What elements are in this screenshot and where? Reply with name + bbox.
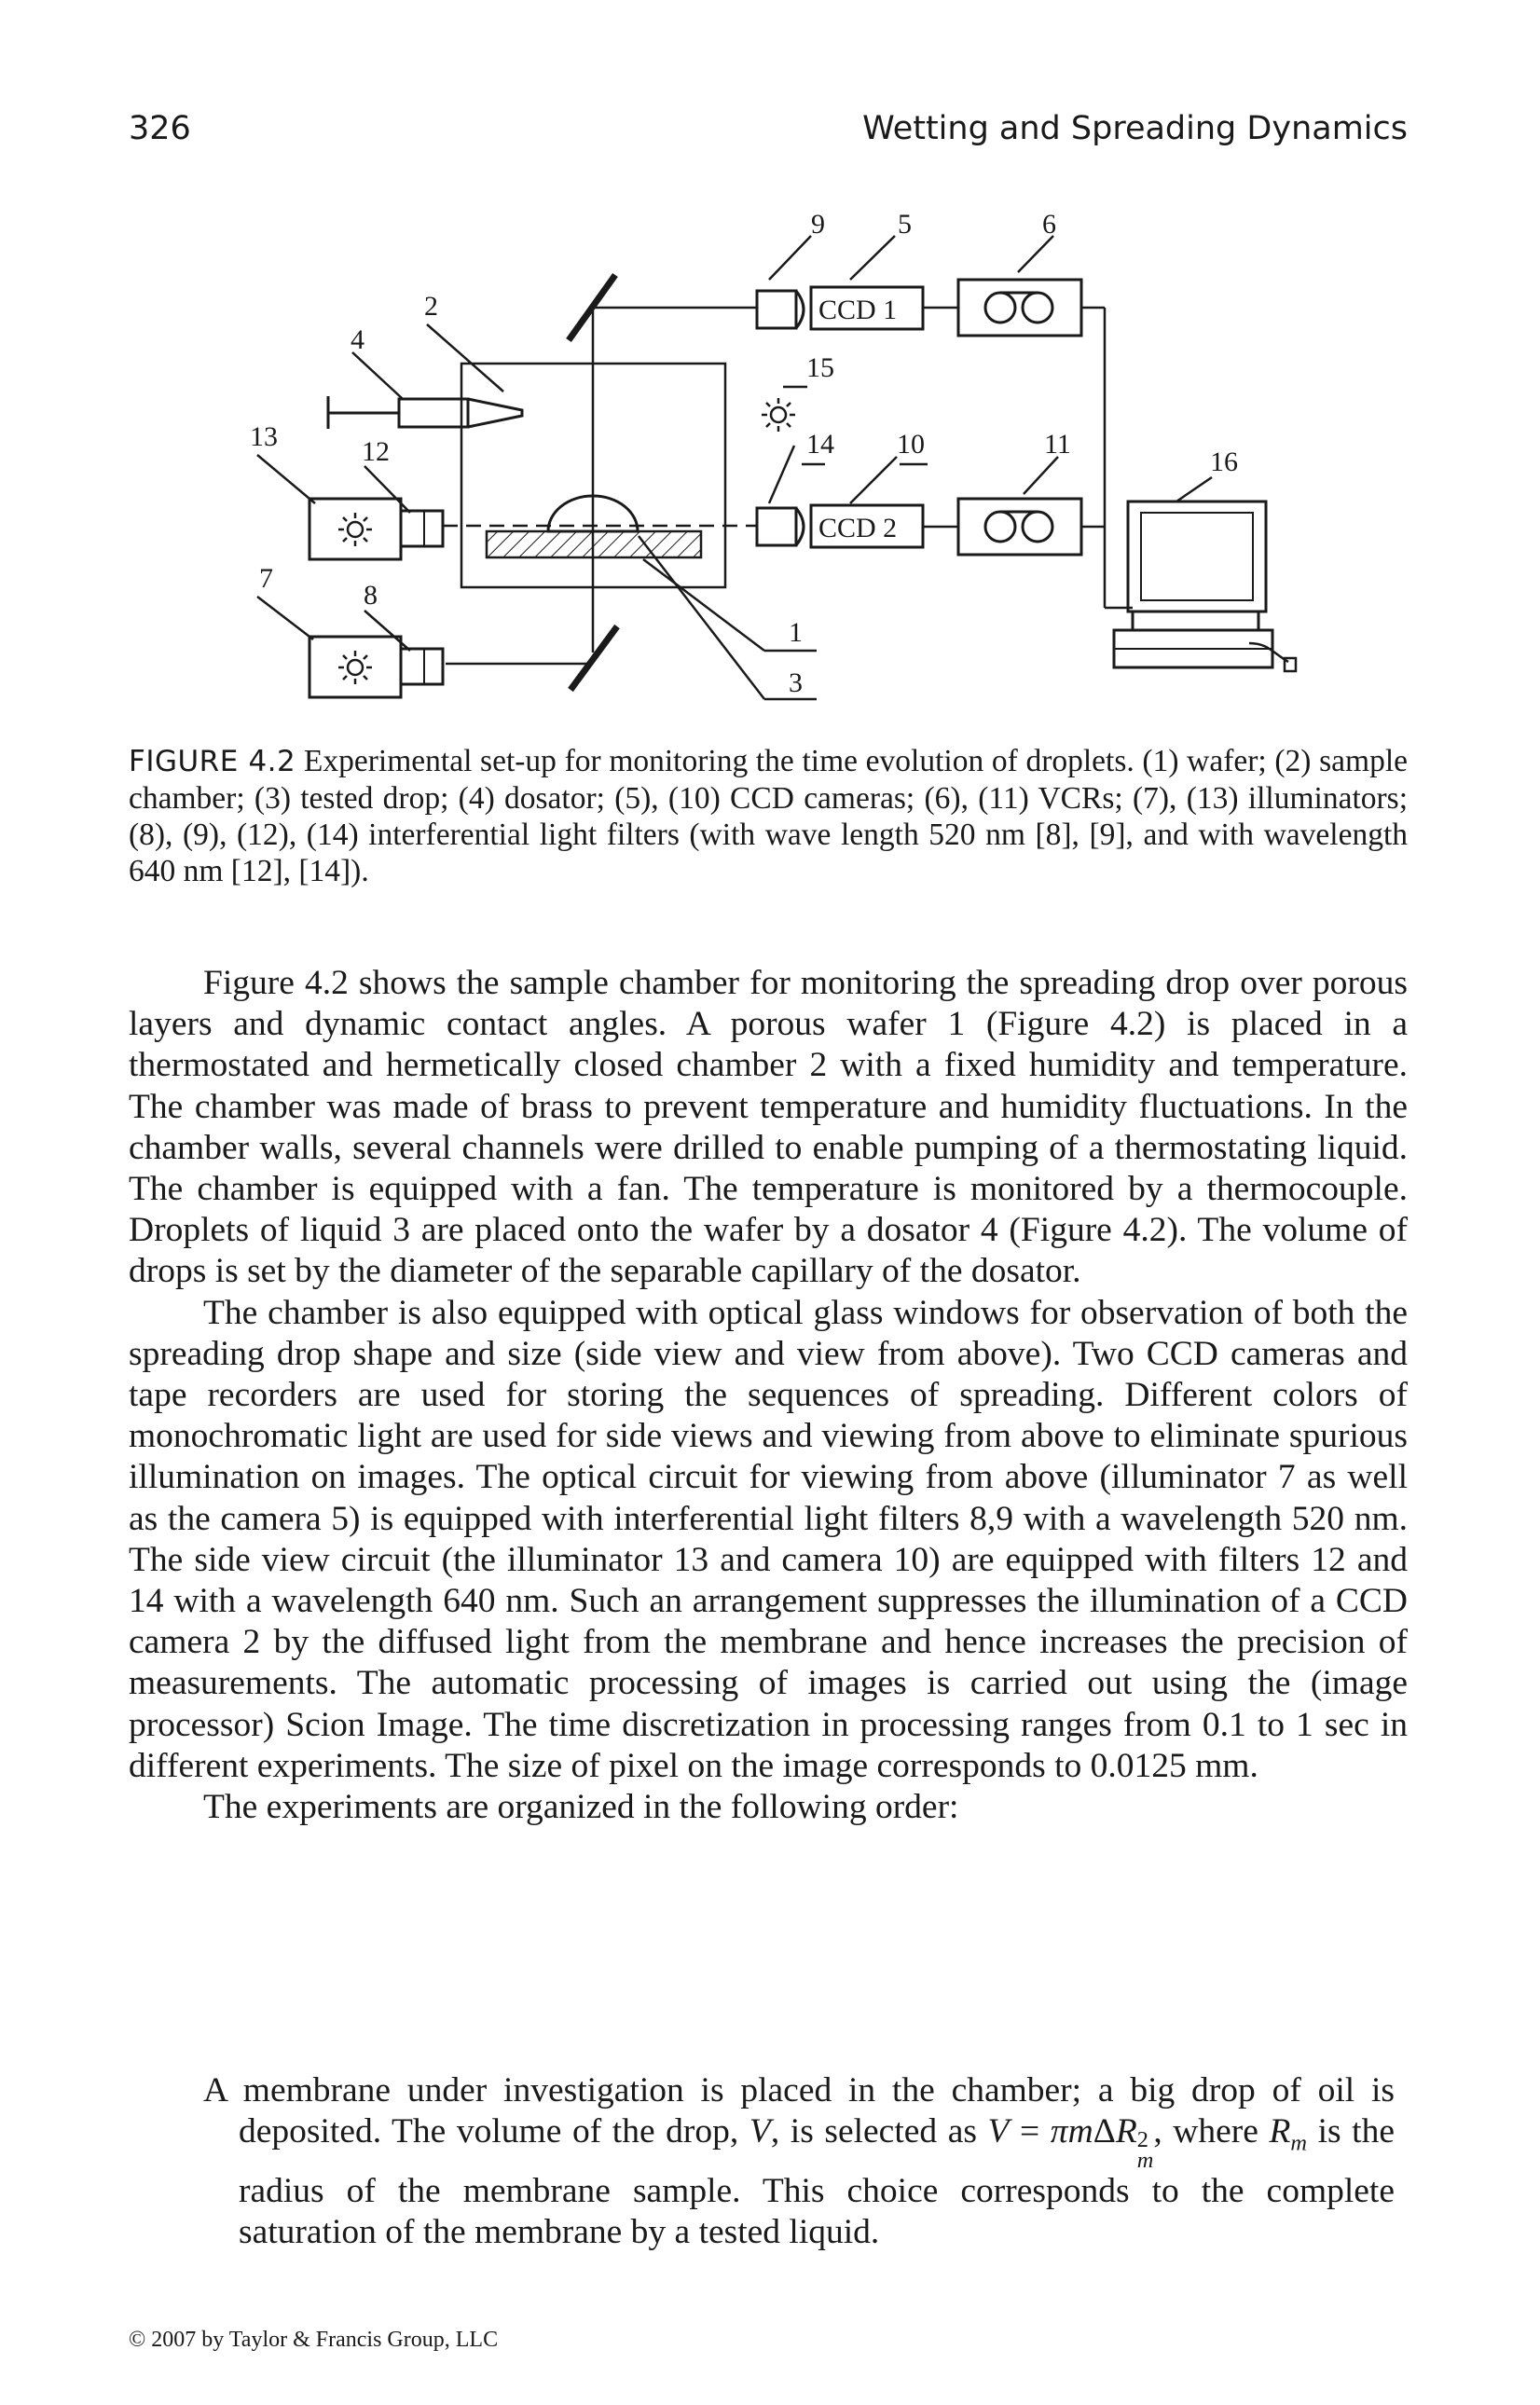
page-number: 326	[129, 110, 191, 147]
list-text-3: , where	[1153, 2112, 1270, 2151]
list-text-1: A membrane under investigation is placed…	[203, 2071, 1395, 2151]
figure-4-2	[238, 196, 1310, 718]
volume-variable: V	[749, 2112, 771, 2151]
list-text-2: , is selected as	[770, 2112, 988, 2151]
caption-text: Experimental set-up for monitoring the t…	[129, 744, 1408, 888]
caption-label: FIGURE 4.2	[129, 745, 296, 778]
list-text-4: is the radius of the membrane sample. Th…	[239, 2112, 1395, 2252]
paragraph-3: The experiments are organized in the fol…	[203, 1788, 959, 1827]
copyright-footer: © 2007 by Taylor & Francis Group, LLC	[129, 2328, 499, 2352]
body-text: Figure 4.2 shows the sample chamber for …	[129, 963, 1408, 1828]
paragraph-2: The chamber is also equipped with optica…	[129, 1293, 1408, 1785]
running-title: Wetting and Spreading Dynamics	[862, 110, 1408, 147]
figure-caption: FIGURE 4.2 Experimental set-up for monit…	[129, 743, 1408, 889]
paragraph-1: Figure 4.2 shows the sample chamber for …	[129, 964, 1408, 1291]
experiment-step-list-item: A membrane under investigation is placed…	[203, 2071, 1395, 2252]
radius-variable: R	[1269, 2112, 1291, 2151]
